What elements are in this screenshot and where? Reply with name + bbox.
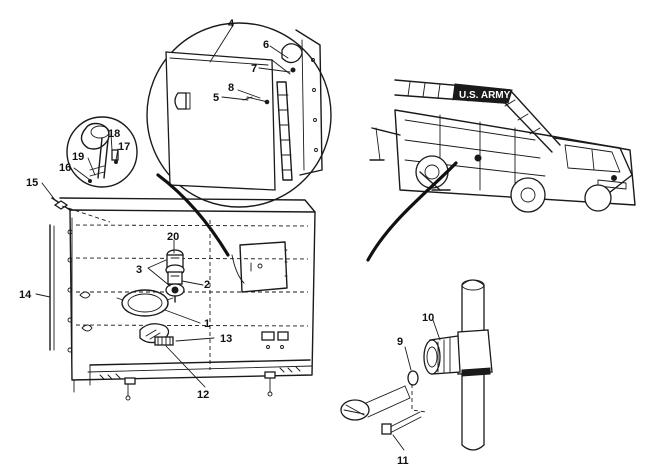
truck-banner: U.S. ARMY bbox=[459, 90, 511, 101]
callout-10: 10 bbox=[422, 312, 434, 324]
callout-6: 6 bbox=[263, 39, 269, 51]
callout-17: 17 bbox=[118, 141, 130, 153]
callout-15: 15 bbox=[26, 177, 38, 189]
fire-truck: U.S. ARMY bbox=[366, 79, 636, 262]
callout-13: 13 bbox=[220, 333, 232, 345]
callout-9: 9 bbox=[397, 336, 403, 348]
callout-2: 2 bbox=[204, 279, 210, 291]
callout-18: 18 bbox=[108, 128, 120, 140]
callout-7: 7 bbox=[251, 63, 257, 75]
pointer-line bbox=[231, 254, 245, 284]
callout-5: 5 bbox=[213, 92, 219, 104]
callout-4: 4 bbox=[228, 18, 235, 30]
pipe-assembly bbox=[340, 279, 493, 451]
leader-lines bbox=[35, 26, 441, 451]
callout-12: 12 bbox=[197, 389, 209, 401]
callout-19: 19 bbox=[72, 151, 84, 163]
callout-16: 16 bbox=[59, 162, 71, 174]
callout-14: 14 bbox=[19, 289, 32, 301]
callout-1: 1 bbox=[204, 318, 210, 330]
callout-labels: 1 2 3 4 5 6 7 8 9 10 11 12 13 14 15 16 1… bbox=[19, 18, 434, 467]
door-detail-inset bbox=[146, 22, 332, 257]
latch-detail-inset bbox=[66, 116, 138, 188]
callout-8: 8 bbox=[228, 82, 234, 94]
callout-11: 11 bbox=[397, 455, 409, 467]
main-panel bbox=[49, 197, 316, 401]
callout-3: 3 bbox=[136, 264, 142, 276]
callout-20: 20 bbox=[167, 231, 179, 243]
